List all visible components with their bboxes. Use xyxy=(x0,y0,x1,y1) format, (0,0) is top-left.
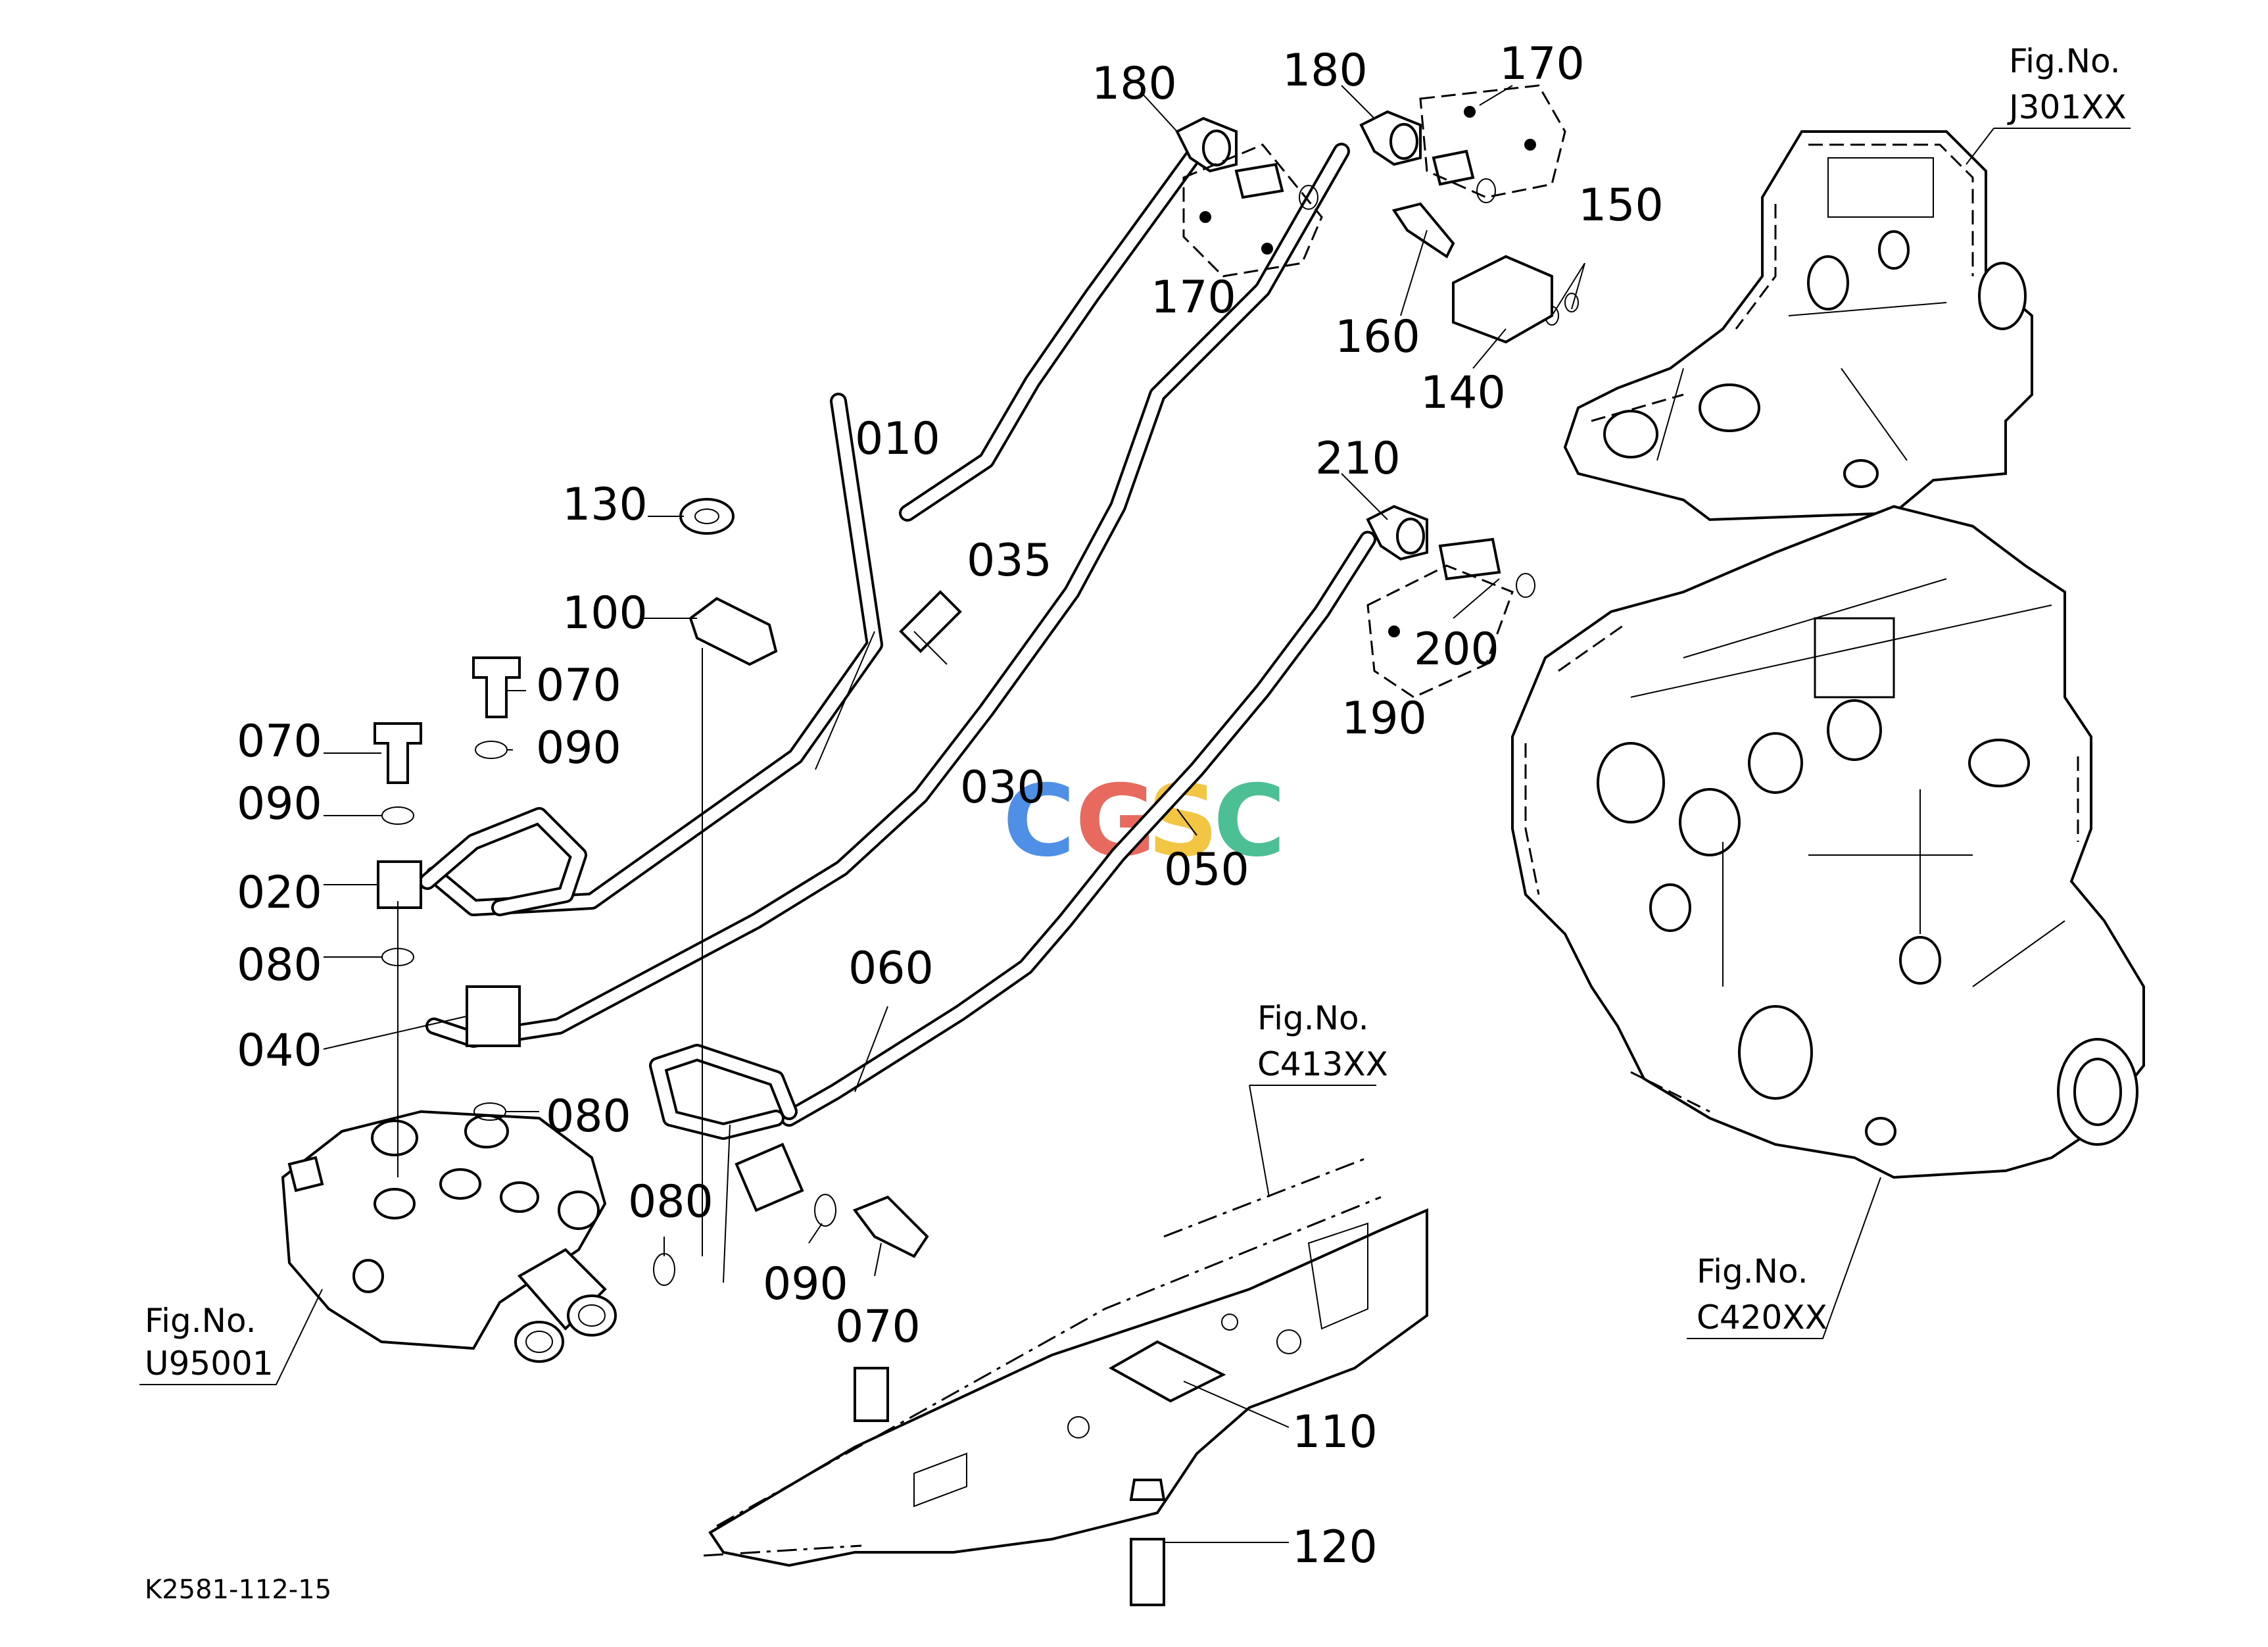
label-040: 040 xyxy=(237,1025,322,1077)
label-160: 160 xyxy=(1335,311,1420,363)
bolt-120 xyxy=(1130,1538,1165,1606)
label-070-lower: 070 xyxy=(835,1301,921,1353)
clamp-100 xyxy=(688,597,778,666)
fig-ref-1-title: Fig.No. xyxy=(2009,42,2121,80)
fig-ref-1-code: J301XX xyxy=(2007,88,2127,126)
label-140: 140 xyxy=(1420,367,1506,419)
label-200: 200 xyxy=(1414,624,1499,676)
fig-ref-4-code: U95001 xyxy=(145,1344,274,1383)
label-010: 010 xyxy=(855,413,940,465)
banjo-bolt-070-lower xyxy=(852,1195,929,1258)
label-190: 190 xyxy=(1341,693,1427,745)
banjo-bolt-070-upper xyxy=(472,656,521,718)
label-020: 020 xyxy=(237,867,322,919)
fig-ref-4-title: Fig.No. xyxy=(145,1302,256,1340)
sleeve-035 xyxy=(899,590,962,653)
label-090-left: 090 xyxy=(237,778,322,830)
watermark-letter-1: C xyxy=(1003,764,1075,879)
label-080-left: 080 xyxy=(237,939,322,991)
label-090-upper: 090 xyxy=(536,722,621,774)
valve-body-drawing xyxy=(281,1110,617,1363)
fig-ref-3-code: C413XX xyxy=(1257,1045,1388,1083)
label-050: 050 xyxy=(1164,844,1249,896)
banjo-eye-060 xyxy=(735,1143,804,1212)
label-110: 110 xyxy=(1292,1406,1378,1458)
label-070-left: 070 xyxy=(237,716,322,768)
banjo-eye-020 xyxy=(377,860,422,909)
banjo-eye-040 xyxy=(466,985,521,1047)
frame-plate-drawing xyxy=(703,1156,1428,1567)
label-080-lower: 080 xyxy=(628,1176,713,1228)
label-120: 120 xyxy=(1292,1521,1378,1573)
fig-ref-2-title: Fig.No. xyxy=(1697,1252,1808,1291)
figure-references: Fig.No. J301XX Fig.No. C420XX Fig.No. C4… xyxy=(145,42,2127,1383)
part-labels: 180 180 170 170 150 160 140 010 035 030 … xyxy=(237,38,1664,1573)
label-035: 035 xyxy=(967,535,1052,587)
kit-boxes xyxy=(1182,84,1566,699)
label-170-bottom: 170 xyxy=(1151,272,1236,324)
small-parts xyxy=(374,110,1579,1606)
nut-120 xyxy=(1129,1479,1166,1501)
document-code: K2581-112-15 xyxy=(145,1575,331,1605)
label-090-lower: 090 xyxy=(763,1258,848,1310)
label-180-left: 180 xyxy=(1092,58,1177,110)
block-140 xyxy=(1452,255,1553,344)
fig-ref-3-title: Fig.No. xyxy=(1257,999,1369,1037)
fig-ref-2-code: C420XX xyxy=(1697,1298,1827,1337)
label-070-upper: 070 xyxy=(536,660,621,712)
pipes xyxy=(419,143,1376,1140)
label-180-right: 180 xyxy=(1282,45,1368,97)
watermark-letter-4: C xyxy=(1213,764,1286,879)
label-060: 060 xyxy=(848,943,934,995)
upper-housing-drawing xyxy=(1563,130,2033,522)
banjo-bolt-070-left xyxy=(374,722,422,784)
leader-lines xyxy=(139,85,2131,1543)
label-130: 130 xyxy=(562,479,648,531)
main-housing-drawing xyxy=(1511,504,2145,1179)
label-030: 030 xyxy=(960,762,1046,814)
label-170-top: 170 xyxy=(1499,38,1585,90)
label-080-middle: 080 xyxy=(546,1091,631,1143)
cap-130 xyxy=(679,498,735,535)
label-150: 150 xyxy=(1578,180,1664,232)
label-210: 210 xyxy=(1315,433,1401,485)
label-100: 100 xyxy=(562,587,648,639)
